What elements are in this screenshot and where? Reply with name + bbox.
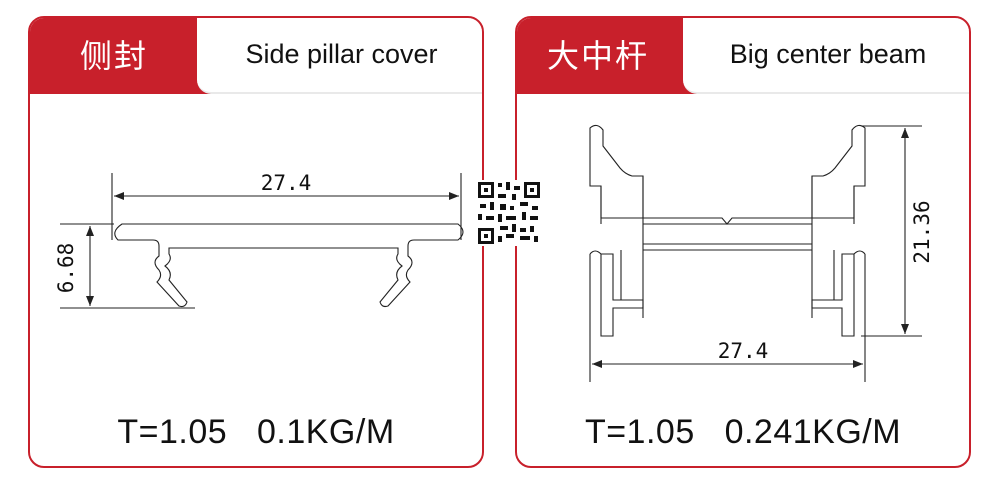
big-center-beam-drawing: 21.36 27.4 [589, 124, 934, 382]
height-dimension-label: 6.68 [54, 243, 78, 294]
title-english-box: Big center beam [683, 18, 969, 94]
spec-text: T=1.05 0.241KG/M [584, 413, 902, 451]
width-dimension-label: 27.4 [261, 171, 312, 195]
profile-card-big-center-beam: 大中杆 Big center beam [515, 16, 971, 468]
side-pillar-cover-profile [114, 223, 464, 308]
qr-code-icon[interactable] [476, 180, 542, 246]
side-pillar-cover-drawing: 27.4 6.68 [54, 171, 464, 309]
title-english: Side pillar cover [245, 39, 438, 69]
width-dimension-label: 27.4 [718, 339, 769, 363]
profile-card-side-pillar-cover: 侧封 Side pillar cover 27.4 6.68 T=1.05 0.… [28, 16, 484, 468]
card-header: 侧封 Side pillar cover [30, 18, 482, 94]
title-chinese: 大中杆 [547, 37, 650, 75]
title-english-box: Side pillar cover [197, 18, 482, 94]
title-chinese: 侧封 [80, 37, 149, 75]
big-center-beam-profile [589, 124, 866, 337]
title-english: Big center beam [729, 39, 927, 69]
spec-text: T=1.05 0.1KG/M [117, 413, 395, 451]
height-dimension-label: 21.36 [910, 200, 934, 263]
card-header: 大中杆 Big center beam [517, 18, 969, 94]
